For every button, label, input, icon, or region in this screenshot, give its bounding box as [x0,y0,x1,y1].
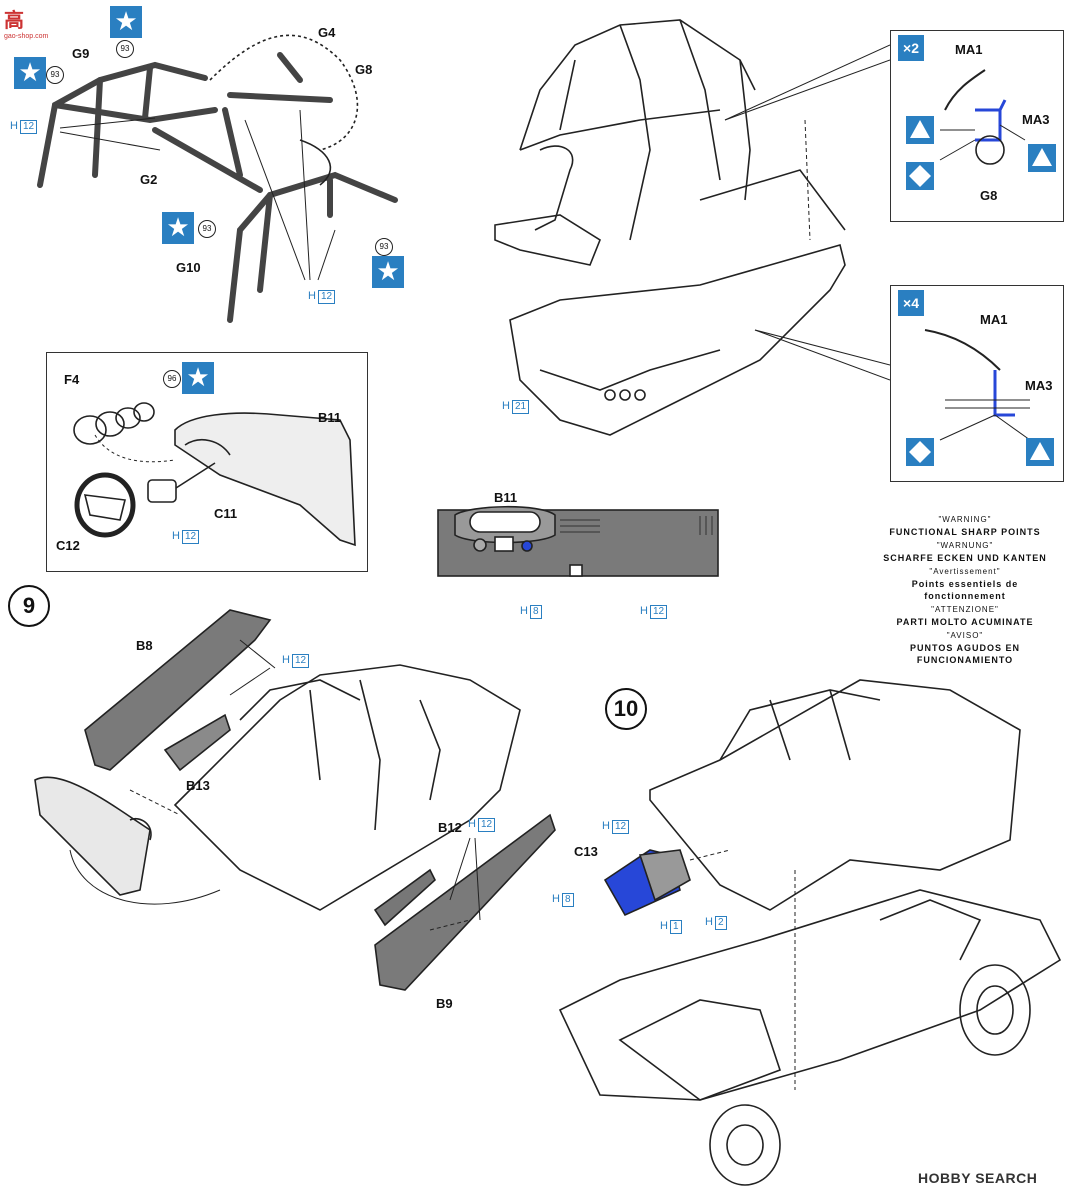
watermark-logo: 高 gao-shop.com [4,4,48,40]
diamond-symbol-icon [906,162,934,190]
warning-quote: "AVISO" [946,631,984,640]
part-label-b11: B11 [318,410,342,425]
part-label-g10: G10 [176,260,201,275]
glue-symbol-icon [1028,144,1056,172]
part-label-g2: G2 [140,172,158,187]
multiplier-x4-badge: ×4 [898,290,924,316]
label-ma1-bottom: MA1 [980,312,1008,327]
dashboard-inset-box [46,352,368,572]
logo-subtext: gao-shop.com [4,33,49,40]
step-number-9: 9 [8,585,50,627]
warning-text: FUNCTIONAL SHARP POINTS [889,527,1041,537]
star-decal-icon: ★ [162,212,194,244]
warning-text: PUNTOS AGUDOS EN FUNCIONAMIENTO [909,643,1020,665]
dashboard-assembly [73,402,356,547]
decal-number: 93 [116,40,134,58]
warning-text: PARTI MOLTO ACUMINATE [896,617,1034,627]
part-label-g9: G9 [72,46,90,61]
part-label-b13: B13 [186,778,210,793]
warning-quote: "ATTENZIONE" [931,605,999,614]
star-decal-icon: ★ [14,57,46,89]
part-label-b8: B8 [136,638,153,653]
part-label-c11: C11 [214,506,238,521]
roll-cage-parts [37,52,398,323]
part-label-f4: F4 [64,372,80,387]
inset-box-x4 [890,285,1064,482]
part-label-b12: B12 [438,820,462,835]
star-decal-icon: ★ [372,256,404,288]
warning-quote: "WARNUNG" [936,541,994,550]
warning-block: "WARNING" FUNCTIONAL SHARP POINTS "WARNU… [870,514,1060,668]
label-g8-inset: G8 [980,188,998,203]
b11-panel-art [437,505,719,577]
decal-number: 93 [198,220,216,238]
star-decal-icon: ★ [182,362,214,394]
part-label-b9: B9 [436,996,453,1011]
step-number-10: 10 [605,688,647,730]
star-decal-icon: ★ [110,6,142,38]
chassis-with-cage-top [494,19,891,436]
warning-quote: "Avertissement" [929,567,1001,576]
label-ma1-top: MA1 [955,42,983,57]
part-label-b11-panel: B11 [494,490,518,505]
diamond-symbol-icon [906,438,934,466]
glue-symbol-icon [906,116,934,144]
warning-text: SCHARFE ECKEN UND KANTEN [883,553,1047,563]
part-label-g8: G8 [355,62,373,77]
part-label-g4: G4 [318,25,336,40]
step9-assembly [34,609,556,991]
inset-details [924,69,1031,441]
decal-number: 96 [163,370,181,388]
step10-assembly [558,679,1062,1186]
label-ma3-bottom: MA3 [1025,378,1053,393]
part-label-c13: C13 [574,844,598,859]
part-label-c12: C12 [56,538,80,553]
multiplier-x2-badge: ×2 [898,35,924,61]
warning-quote: "WARNING" [938,515,992,524]
hobby-search-watermark: HOBBY SEARCH [918,1170,1038,1186]
decal-number: 93 [375,238,393,256]
label-ma3-top: MA3 [1022,112,1050,127]
decal-number: 93 [46,66,64,84]
inset-box-x2 [890,30,1064,222]
logo-text: 高 [4,10,24,32]
glue-symbol-icon [1026,438,1054,466]
warning-text: Points essentiels de fonctionnement [911,579,1019,601]
